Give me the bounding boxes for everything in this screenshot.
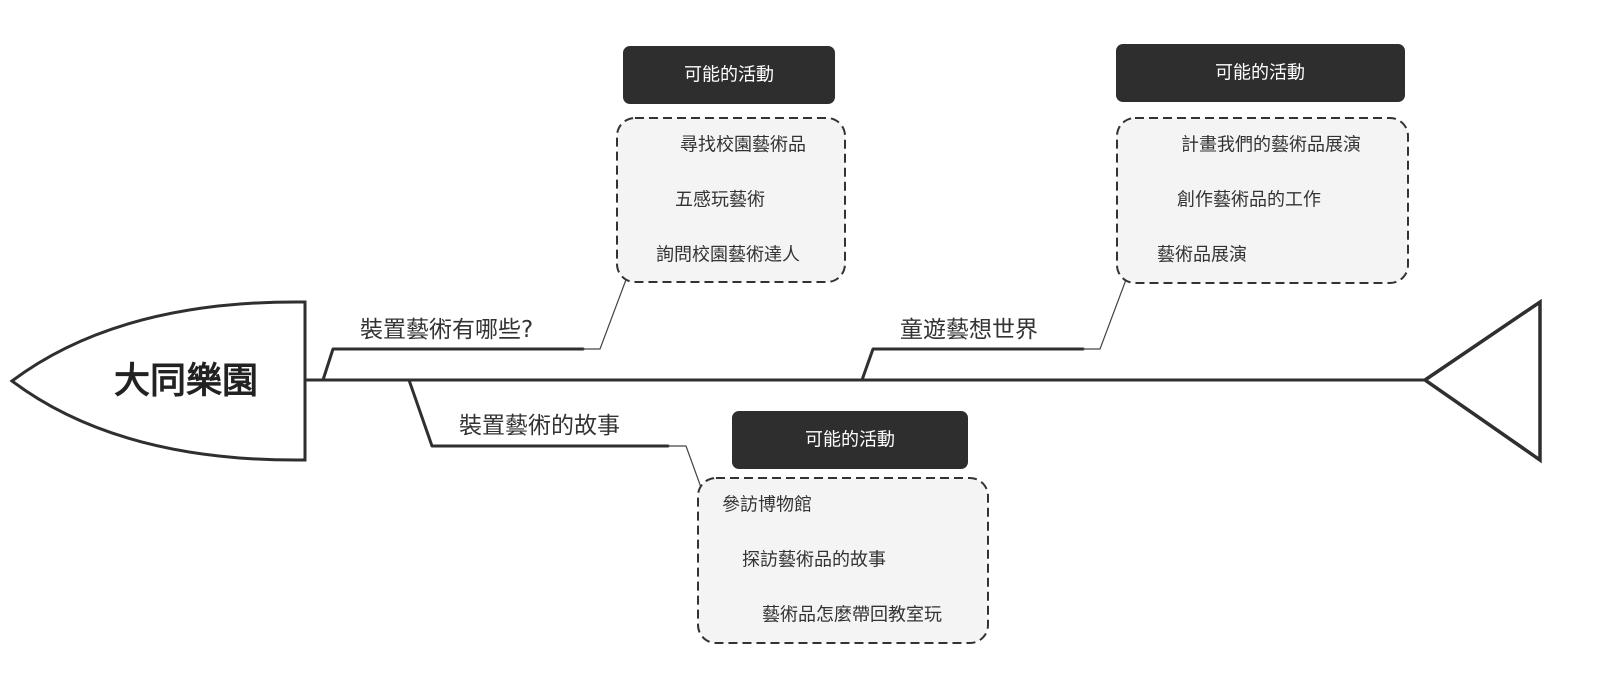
bone-3-line — [407, 378, 670, 448]
bone-1: 裝置藝術有哪些? 可能的活動 尋找校園藝術品 五感玩藝術 詢問校園藝術達人 — [321, 46, 846, 382]
group-3-item-3: 藝術品怎麼帶回教室玩 — [762, 605, 942, 626]
group-2-header-box — [1116, 44, 1405, 102]
group-2-item-3: 藝術品展演 — [1157, 245, 1247, 266]
bone-3: 裝置藝術的故事 可能的活動 參訪博物館 探訪藝術品的故事 藝術品怎麼帶回教室玩 — [407, 378, 989, 644]
bone-1-label: 裝置藝術有哪些? — [360, 317, 533, 343]
group-1-header: 可能的活動 — [684, 65, 774, 86]
group-1-item-1: 尋找校園藝術品 — [680, 135, 806, 156]
group-3-header-box — [732, 411, 968, 469]
group-1-box — [616, 117, 846, 283]
group-1-header-box — [623, 46, 835, 104]
bone-2-label: 童遊藝想世界 — [900, 317, 1038, 343]
group-3-item-2: 探訪藝術品的故事 — [742, 550, 886, 571]
bone-1-line — [321, 347, 585, 382]
fish-tail-shape — [1421, 298, 1542, 464]
group-2-header: 可能的活動 — [1215, 63, 1305, 84]
fish-head-title: 大同樂園 — [114, 361, 258, 402]
fish-head-shape — [9, 300, 307, 462]
group-2-item-2: 創作藝術品的工作 — [1177, 190, 1321, 211]
bone-2: 童遊藝想世界 可能的活動 計畫我們的藝術品展演 創作藝術品的工作 藝術品展演 — [860, 44, 1409, 382]
group-1-item-2: 五感玩藝術 — [675, 190, 765, 211]
group-3-header: 可能的活動 — [805, 430, 895, 451]
bone-2-line — [860, 347, 1085, 382]
group-1-item-3: 詢問校園藝術達人 — [656, 245, 800, 266]
bone-3-label: 裝置藝術的故事 — [459, 413, 620, 439]
group-2-item-1: 計畫我們的藝術品展演 — [1181, 135, 1361, 156]
group-2-box — [1116, 117, 1409, 284]
fish-head: 大同樂園 — [9, 300, 307, 462]
group-3-box — [697, 477, 989, 644]
group-3-item-1: 參訪博物館 — [722, 495, 812, 516]
